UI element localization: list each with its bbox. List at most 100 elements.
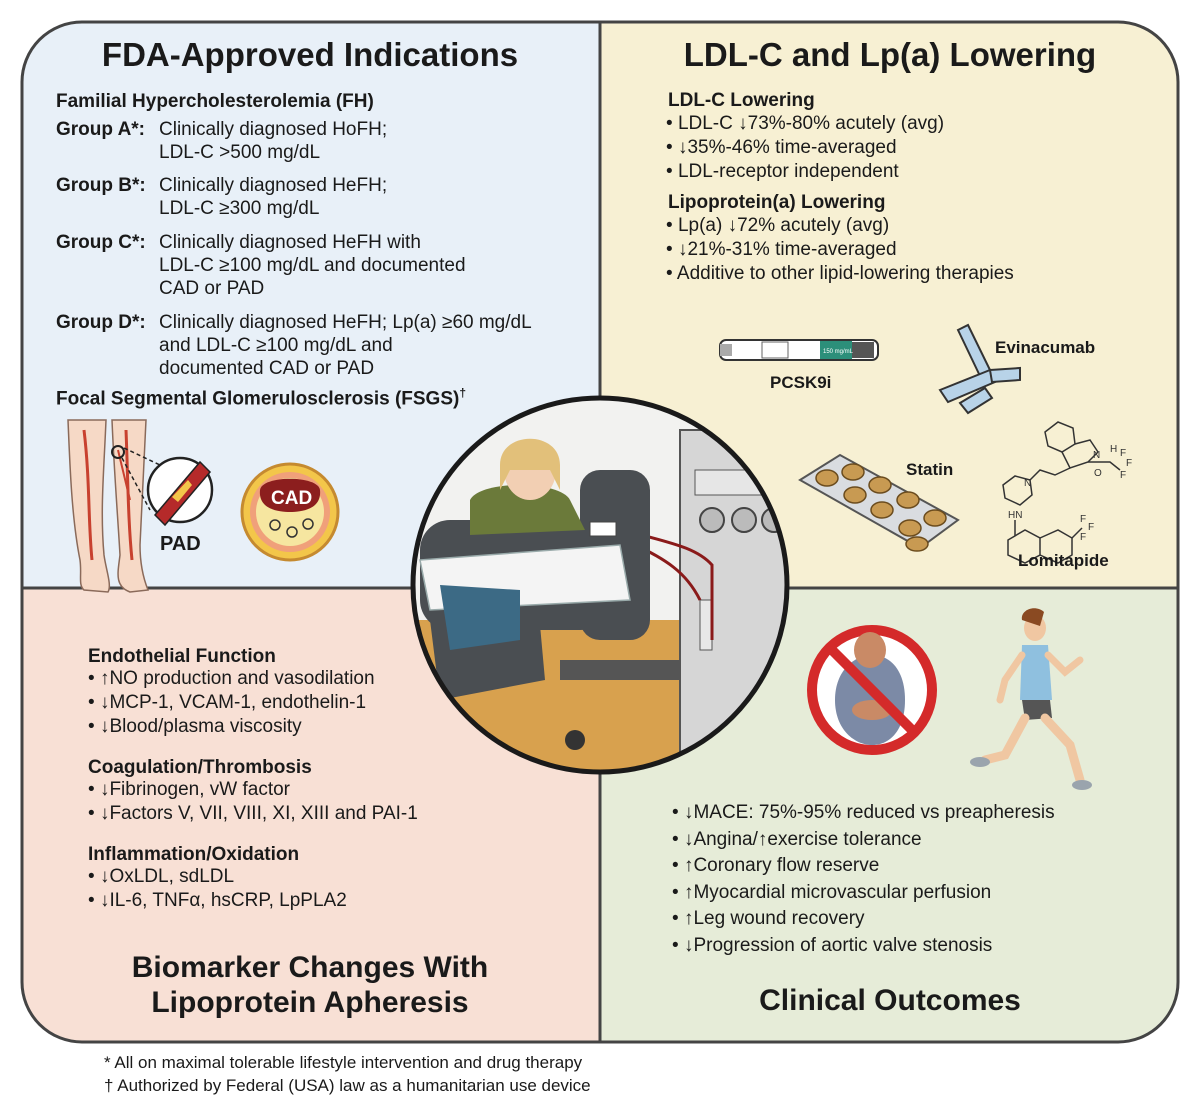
group-b: Group B*: Clinically diagnosed HeFH; LDL… — [56, 174, 596, 224]
molecule-atom-f3: F — [1120, 470, 1126, 481]
biomarker-title-line1: Biomarker Changes With — [131, 951, 489, 984]
molecule-structure-icon — [1002, 421, 1121, 564]
group-text: Clinically diagnosed HeFH; LDL-C ≥300 mg… — [159, 175, 388, 219]
item-text: Coronary flow reserve — [693, 855, 880, 876]
item-text: Myocardial microvascular perfusion — [693, 881, 992, 903]
injection-pen-icon — [719, 339, 879, 361]
pcsk9i-label: PCSK9i — [770, 373, 832, 392]
evinacumab-label: Evinacumab — [995, 338, 1096, 357]
arrow-up-icon: ↑ — [683, 908, 694, 929]
list-item: • ↓35%-46% time-averaged — [666, 137, 897, 159]
group-text: Clinically diagnosed HeFH; Lp(a) ≥60 mg/… — [159, 312, 532, 379]
list-item: • ↓IL-6, TNFα, hsCRP, LpPLA2 — [88, 890, 347, 912]
bullet: • — [666, 161, 678, 182]
arrow-down-icon: ↓ — [683, 934, 694, 956]
pen-label-text: 150 mg/mL — [823, 349, 854, 355]
bullet: • — [672, 828, 684, 850]
bullet: • — [672, 855, 684, 876]
arrow-down-icon: ↓ — [99, 803, 110, 824]
item-text: Blood/plasma viscosity — [109, 716, 302, 737]
group-label: Group C*: — [56, 232, 146, 253]
arrow-down-icon: ↓ — [738, 113, 748, 134]
item-text: LDL-receptor independent — [677, 161, 899, 182]
list-item: • ↓Angina/↑exercise tolerance — [672, 829, 922, 851]
molecule-atom-f5: F — [1088, 522, 1094, 533]
molecule-atom-h: H — [1110, 444, 1117, 455]
indications-title: FDA-Approved Indications — [101, 36, 519, 73]
list-item: • ↓Factors V, VII, VIII, XI, XIII and PA… — [88, 803, 418, 825]
statin-label: Statin — [906, 460, 954, 479]
arrow-up-icon: ↑ — [683, 855, 694, 876]
item-text: 72% acutely (avg) — [737, 215, 890, 236]
bullet: • — [88, 692, 100, 713]
item-text: NO production and vasodilation — [109, 668, 375, 689]
lomitapide-label: Lomitapide — [1018, 551, 1109, 570]
group-text: Clinically diagnosed HeFH with LDL-C ≥10… — [159, 232, 466, 299]
antibody-icon — [938, 323, 1021, 415]
arrow-down-icon: ↓ — [99, 779, 110, 800]
bullet: • — [88, 866, 100, 887]
list-item: • Additive to other lipid-lowering thera… — [666, 263, 1014, 285]
runner-icon — [970, 608, 1092, 790]
group-text: Clinically diagnosed HoFH; LDL-C >500 mg… — [159, 119, 388, 163]
list-item: • LDL-C ↓73%-80% acutely (avg) — [666, 113, 944, 135]
lpa-heading: Lipoprotein(a) Lowering — [668, 192, 886, 213]
molecule-atom-f1: F — [1120, 448, 1126, 459]
list-item: • ↓MACE: 75%-95% reduced vs preapheresis — [672, 802, 1055, 824]
outcomes-title: Clinical Outcomes — [759, 984, 1021, 1017]
fsgs-dagger: † — [459, 386, 467, 400]
group-label: Group B*: — [56, 175, 146, 196]
fsgs-heading: Focal Segmental Glomerulosclerosis (FSGS… — [56, 386, 466, 410]
bullet: • — [88, 803, 100, 824]
biomarker-heading: Coagulation/Thrombosis — [88, 757, 312, 778]
bullet: • — [672, 934, 684, 956]
list-item: • ↓OxLDL, sdLDL — [88, 866, 234, 888]
arrow-down-icon: ↓ — [99, 716, 110, 737]
arrow-down-icon: ↓ — [677, 137, 688, 158]
bullet: • — [672, 802, 684, 823]
list-item: • ↑Coronary flow reserve — [672, 855, 879, 877]
no-chest-pain-icon — [807, 625, 937, 755]
item-text: Additive to other lipid-lowering therapi… — [676, 263, 1014, 284]
arrow-down-icon: ↓ — [727, 215, 738, 236]
bullet: • — [672, 908, 684, 929]
list-item: • LDL-receptor independent — [666, 161, 899, 183]
cad-label: CAD — [271, 488, 313, 509]
list-item: • ↓Blood/plasma viscosity — [88, 716, 302, 738]
list-item: • ↑NO production and vasodilation — [88, 668, 375, 690]
bullet: • — [666, 263, 677, 284]
group-d: Group D*: Clinically diagnosed HeFH; Lp(… — [56, 311, 596, 383]
biomarker-heading: Endothelial Function — [88, 646, 276, 667]
molecule-atom-n1: N — [1093, 450, 1100, 461]
legs-illustration — [67, 419, 161, 593]
footnote-1: * All on maximal tolerable lifestyle int… — [104, 1053, 583, 1072]
bullet: • — [88, 668, 100, 689]
list-item: • ↓21%-31% time-averaged — [666, 239, 897, 261]
item-text: Progression of aortic valve stenosis — [693, 934, 993, 956]
arrow-down-icon: ↓ — [99, 692, 110, 713]
item-text: MACE: 75%-95% reduced vs preapheresis — [693, 802, 1055, 823]
coronary-artery-icon — [240, 462, 340, 562]
arrow-up-icon: ↑ — [99, 668, 110, 689]
bullet: • — [88, 716, 100, 737]
group-c: Group C*: Clinically diagnosed HeFH with… — [56, 231, 596, 303]
item-text: Leg wound recovery — [693, 908, 865, 929]
arrow-up-icon: ↑ — [683, 881, 694, 903]
fh-heading: Familial Hypercholesterolemia (FH) — [56, 91, 374, 112]
footnote-2: † Authorized by Federal (USA) law as a h… — [104, 1076, 591, 1095]
card-border — [20, 20, 1180, 1044]
arrow-up-icon: ↑ — [757, 828, 768, 850]
item-text: exercise tolerance — [767, 828, 922, 850]
item-text: Fibrinogen, vW factor — [109, 779, 291, 800]
bullet: • — [666, 239, 678, 260]
molecule-atom-f4: F — [1080, 514, 1086, 525]
item-text: 21%-31% time-averaged — [687, 239, 897, 260]
item-text: MCP-1, VCAM-1, endothelin-1 — [109, 692, 367, 713]
list-item: • ↑Leg wound recovery — [672, 908, 865, 930]
molecule-atom-f2: F — [1126, 458, 1132, 469]
item-text: IL-6, TNFα, hsCRP, LpPLA2 — [109, 890, 347, 911]
molecule-atom-o: O — [1094, 468, 1102, 479]
list-item: • ↓MCP-1, VCAM-1, endothelin-1 — [88, 692, 366, 714]
list-item: • ↓Fibrinogen, vW factor — [88, 779, 290, 801]
